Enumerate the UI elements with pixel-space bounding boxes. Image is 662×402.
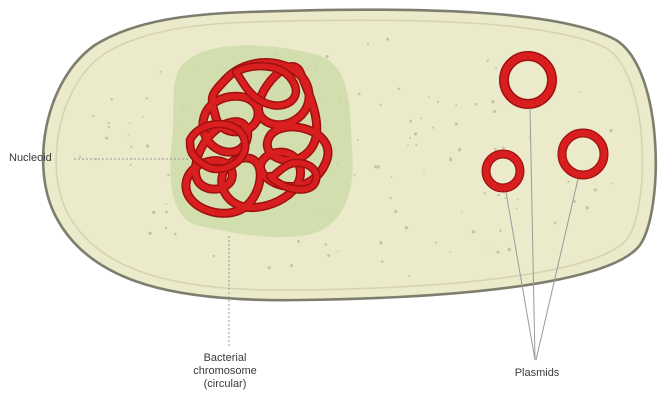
cytoplasm-granule — [409, 137, 411, 139]
cytoplasm-granule — [554, 221, 557, 224]
cytoplasm-granule — [504, 197, 506, 199]
cytoplasm-granule — [128, 135, 130, 137]
cytoplasm-granule — [491, 100, 495, 104]
cytoplasm-granule — [449, 158, 452, 161]
cytoplasm-granule — [475, 103, 478, 106]
cytoplasm-granule — [609, 129, 612, 132]
cytoplasm-granule — [449, 157, 451, 159]
cytoplasm-granule — [108, 126, 110, 128]
cytoplasm-granule — [586, 206, 589, 209]
cytoplasm-granule — [495, 67, 497, 69]
cytoplasm-granule — [337, 251, 339, 253]
cytoplasm-granule — [146, 144, 150, 148]
cytoplasm-granule — [212, 255, 214, 257]
cytoplasm-granule — [357, 139, 359, 141]
cytoplasm-granule — [529, 137, 531, 139]
cytoplasm-granule — [381, 260, 384, 263]
cytoplasm-granule — [455, 123, 458, 126]
cytoplasm-granule — [111, 98, 114, 101]
cytoplasm-granule — [390, 197, 392, 199]
cytoplasm-granule — [129, 122, 131, 124]
cytoplasm-granule — [107, 122, 109, 124]
cytoplasm-granule — [394, 210, 397, 213]
cytoplasm-granule — [380, 104, 382, 106]
cytoplasm-granule — [374, 165, 377, 168]
cytoplasm-granule — [502, 146, 505, 149]
cytoplasm-granule — [493, 110, 496, 113]
cytoplasm-granule — [458, 148, 462, 152]
cytoplasm-granule — [379, 241, 382, 244]
cytoplasm-granule — [508, 248, 512, 252]
cytoplasm-granule — [297, 240, 300, 243]
cytoplasm-granule — [376, 165, 379, 168]
cytoplasm-granule — [367, 43, 369, 45]
cytoplasm-granule — [423, 169, 425, 171]
cytoplasm-granule — [165, 210, 168, 213]
cytoplasm-granule — [483, 192, 485, 194]
cytoplasm-granule — [517, 199, 519, 201]
cytoplasm-granule — [497, 251, 500, 254]
cytoplasm-granule — [497, 194, 500, 197]
cytoplasm-granule — [160, 71, 162, 73]
cytoplasm-granule — [435, 241, 437, 243]
cytoplasm-granule — [358, 92, 361, 95]
chromosome-label-line-3: (circular) — [160, 378, 290, 391]
cytoplasm-granule — [409, 120, 412, 123]
chromosome-label: Bacterial chromosome (circular) — [160, 352, 290, 391]
cytoplasm-granule — [420, 117, 422, 119]
chromosome-label-line-1: Bacterial — [160, 352, 290, 365]
cytoplasm-granule — [611, 183, 613, 185]
cytoplasm-granule — [391, 176, 393, 178]
cytoplasm-granule — [499, 229, 502, 232]
cytoplasm-granule — [408, 275, 410, 277]
cytoplasm-granule — [567, 181, 569, 183]
cytoplasm-granule — [461, 211, 462, 212]
cytoplasm-granule — [405, 226, 409, 230]
cytoplasm-granule — [386, 38, 389, 41]
cytoplasm-granule — [437, 101, 439, 103]
cytoplasm-granule — [516, 207, 518, 209]
cytoplasm-granule — [414, 132, 417, 135]
cytoplasm-granule — [130, 146, 132, 148]
plasmids-label: Plasmids — [497, 367, 577, 380]
cytoplasm-granule — [105, 137, 108, 140]
cytoplasm-granule — [325, 243, 327, 245]
cytoplasm-granule — [268, 266, 271, 269]
nucleoid-label: Nucleoid — [9, 152, 52, 165]
cytoplasm-granule — [398, 87, 401, 90]
cytoplasm-granule — [354, 174, 356, 176]
cytoplasm-granule — [407, 145, 409, 147]
cytoplasm-granule — [167, 174, 169, 176]
cytoplasm-granule — [432, 127, 434, 129]
cytoplasm-granule — [142, 116, 144, 118]
cytoplasm-granule — [487, 60, 489, 62]
cytoplasm-granule — [327, 254, 330, 257]
cytoplasm-granule — [79, 156, 81, 158]
cytoplasm-granule — [579, 91, 581, 93]
cytoplasm-granule — [325, 55, 328, 58]
cytoplasm-granule — [145, 97, 147, 99]
cytoplasm-granule — [415, 144, 417, 146]
cytoplasm-granule — [92, 115, 94, 117]
cytoplasm-granule — [594, 188, 597, 191]
cytoplasm-granule — [130, 164, 132, 166]
cytoplasm-granule — [152, 210, 156, 214]
cytoplasm-granule — [148, 232, 151, 235]
chromosome-label-line-2: chromosome — [160, 365, 290, 378]
cytoplasm-granule — [165, 227, 167, 229]
cytoplasm-granule — [165, 203, 167, 205]
cytoplasm-granule — [487, 247, 488, 248]
cytoplasm-granule — [472, 230, 475, 233]
cytoplasm-granule — [174, 233, 177, 236]
cytoplasm-granule — [449, 251, 451, 253]
cytoplasm-granule — [428, 96, 430, 98]
cytoplasm-granule — [494, 148, 497, 151]
cytoplasm-granule — [290, 264, 293, 267]
cytoplasm-granule — [455, 104, 457, 106]
